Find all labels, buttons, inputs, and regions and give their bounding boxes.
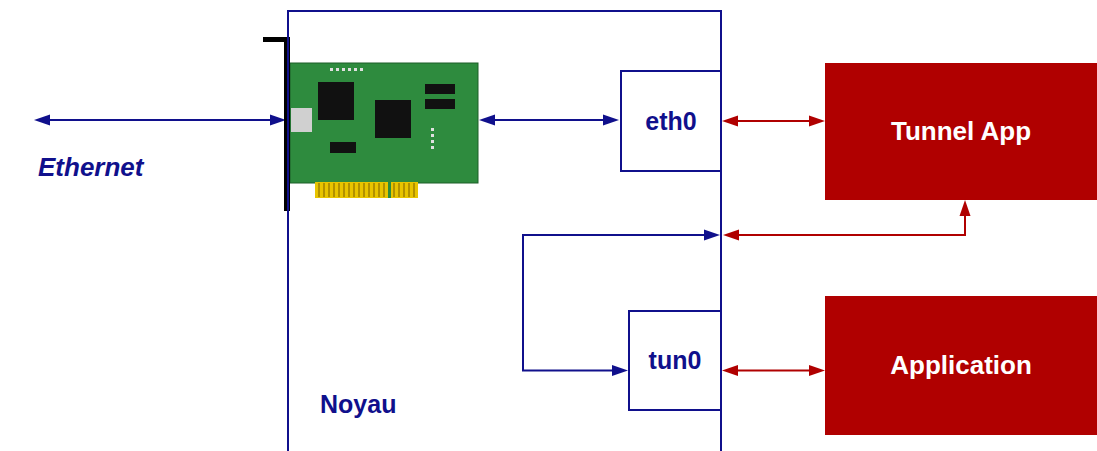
connector: [722, 116, 825, 127]
card-to-eth0-wire: [479, 115, 619, 126]
arrow-head: [612, 365, 628, 376]
node-label: Application: [890, 350, 1032, 381]
arrow-head: [809, 365, 825, 376]
connector: [722, 365, 825, 376]
interface-box: eth0: [620, 70, 722, 172]
connector-line: [733, 210, 965, 235]
arrow-head: [704, 230, 720, 241]
kernel-region: Noyau eth0 tun0: [287, 10, 722, 451]
arrow-head: [722, 365, 738, 376]
ethernet-wire: [34, 115, 286, 126]
arrow-head: [809, 116, 825, 127]
node-label: tun0: [649, 346, 702, 375]
connector: [723, 200, 971, 241]
connector-line: [732, 120, 815, 122]
interface-box: tun0: [628, 310, 722, 411]
application-box: Tunnel App: [825, 63, 1097, 200]
network-label: Ethernet: [38, 152, 143, 183]
connector-line: [732, 370, 815, 372]
network-card: [263, 37, 478, 211]
node-label: eth0: [645, 107, 696, 136]
arrow-head: [960, 200, 971, 216]
node-label: Tunnel App: [891, 116, 1031, 147]
arrow-head: [722, 116, 738, 127]
application-box: Application: [825, 296, 1097, 435]
connector: [523, 230, 720, 377]
node-label: Noyau: [320, 390, 396, 419]
arrow-head: [723, 230, 739, 241]
